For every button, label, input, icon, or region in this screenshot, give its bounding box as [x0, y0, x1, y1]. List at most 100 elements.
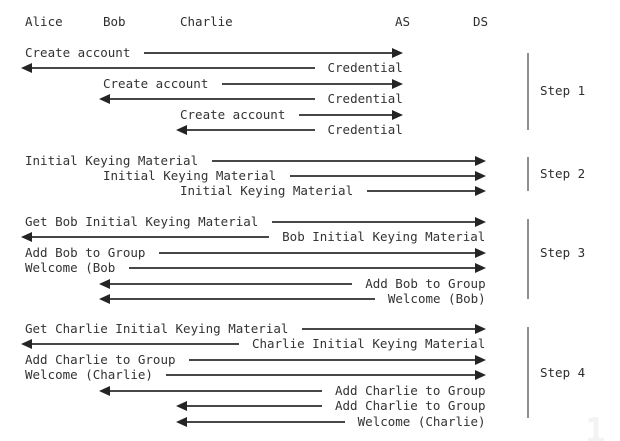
- arrow-line: [185, 405, 322, 408]
- arrowhead-left-icon: [21, 339, 32, 350]
- arrowhead-left-icon: [99, 94, 110, 105]
- message-row: Welcome (Bob): [0, 291, 620, 307]
- arrow-line: [185, 129, 315, 132]
- step-label: Step 3: [540, 245, 586, 260]
- arrowhead-right-icon: [392, 78, 403, 89]
- arrow-line: [221, 82, 394, 85]
- arrowhead-right-icon: [475, 370, 486, 381]
- arrow-line: [289, 174, 477, 177]
- actor-label-ds: DS: [473, 14, 489, 29]
- arrowhead-right-icon: [475, 216, 486, 227]
- message-row: Add Charlie to Group: [0, 352, 620, 368]
- message-label: Add Charlie to Group: [25, 351, 176, 367]
- message-row: Add Bob to Group: [0, 245, 620, 261]
- message-row: Get Charlie Initial Keying Material: [0, 321, 620, 337]
- arrowhead-left-icon: [99, 385, 110, 396]
- message-row: Credential: [0, 122, 620, 138]
- arrow-line: [108, 298, 375, 301]
- message-label: Create account: [103, 75, 209, 91]
- arrow-line: [108, 389, 322, 392]
- message-label: Credential: [327, 91, 403, 107]
- message-row: Initial Keying Material: [0, 183, 620, 199]
- arrowhead-right-icon: [475, 186, 486, 197]
- message-row: Credential: [0, 91, 620, 107]
- arrowhead-right-icon: [475, 323, 486, 334]
- step-label: Step 4: [540, 365, 586, 380]
- message-label: Add Charlie to Group: [335, 382, 486, 398]
- arrow-line: [189, 358, 477, 361]
- message-label: Welcome (Bob: [25, 260, 116, 276]
- message-row: Welcome (Bob: [0, 260, 620, 276]
- arrow-line: [30, 67, 315, 70]
- step-bracket-bar: [527, 219, 529, 299]
- arrowhead-right-icon: [475, 155, 486, 166]
- message-row: Welcome (Charlie): [0, 367, 620, 383]
- arrow-line: [108, 282, 353, 285]
- message-label: Bob Initial Keying Material: [282, 229, 486, 245]
- actor-label-alice: Alice: [25, 14, 63, 29]
- arrowhead-right-icon: [475, 263, 486, 274]
- arrowhead-right-icon: [392, 48, 403, 58]
- message-row: Credential: [0, 60, 620, 76]
- arrowhead-left-icon: [99, 278, 110, 289]
- arrow-line: [30, 343, 239, 346]
- arrowhead-left-icon: [99, 294, 110, 305]
- step-bracket-bar: [527, 53, 529, 130]
- message-row: Create account: [0, 45, 620, 61]
- step-bracket-bar: [527, 327, 529, 418]
- arrowhead-right-icon: [392, 109, 403, 120]
- arrow-line: [30, 236, 270, 239]
- arrow-line: [272, 220, 477, 223]
- message-label: Add Bob to Group: [365, 275, 486, 291]
- arrow-line: [143, 52, 394, 54]
- arrow-line: [302, 327, 477, 330]
- message-row: Charlie Initial Keying Material: [0, 336, 620, 352]
- arrow-line: [211, 159, 477, 162]
- message-label: Initial Keying Material: [180, 183, 354, 199]
- message-row: Welcome (Charlie): [0, 414, 620, 430]
- arrowhead-left-icon: [176, 125, 187, 136]
- message-row: Add Charlie to Group: [0, 398, 620, 414]
- message-row: Get Bob Initial Keying Material: [0, 214, 620, 230]
- arrow-line: [366, 190, 477, 193]
- message-label: Credential: [327, 60, 403, 76]
- message-label: Get Bob Initial Keying Material: [25, 213, 259, 229]
- message-label: Add Bob to Group: [25, 244, 146, 260]
- arrow-line: [185, 420, 345, 423]
- message-label: Create account: [25, 45, 131, 60]
- message-row: Initial Keying Material: [0, 168, 620, 184]
- actor-label-as: AS: [395, 14, 411, 29]
- arrow-line: [128, 267, 477, 270]
- arrowhead-right-icon: [475, 247, 486, 258]
- message-label: Charlie Initial Keying Material: [251, 336, 486, 352]
- message-label: Initial Keying Material: [103, 167, 277, 183]
- step-bracket-bar: [527, 157, 529, 191]
- page-watermark: 1: [585, 411, 606, 441]
- actor-label-charlie: Charlie: [180, 14, 233, 29]
- arrow-line: [108, 98, 315, 101]
- message-label: Create account: [180, 106, 286, 122]
- message-label: Welcome (Charlie): [357, 413, 486, 429]
- arrowhead-right-icon: [475, 354, 486, 365]
- actor-label-bob: Bob: [103, 14, 126, 29]
- arrowhead-left-icon: [21, 63, 32, 74]
- message-row: Add Charlie to Group: [0, 383, 620, 399]
- step-label: Step 2: [540, 166, 586, 181]
- message-row: Add Bob to Group: [0, 276, 620, 292]
- arrowhead-right-icon: [475, 170, 486, 181]
- message-row: Bob Initial Keying Material: [0, 229, 620, 245]
- message-row: Create account: [0, 76, 620, 92]
- message-label: Welcome (Charlie): [25, 367, 153, 383]
- arrowhead-left-icon: [176, 401, 187, 412]
- message-label: Add Charlie to Group: [335, 398, 486, 414]
- arrow-line: [166, 374, 477, 377]
- arrow-line: [298, 113, 394, 116]
- message-label: Initial Keying Material: [25, 152, 199, 168]
- message-row: Initial Keying Material: [0, 153, 620, 169]
- message-label: Credential: [327, 122, 403, 138]
- arrowhead-left-icon: [176, 416, 187, 427]
- arrow-line: [158, 251, 477, 254]
- arrowhead-left-icon: [21, 232, 32, 243]
- message-row: Create account: [0, 107, 620, 123]
